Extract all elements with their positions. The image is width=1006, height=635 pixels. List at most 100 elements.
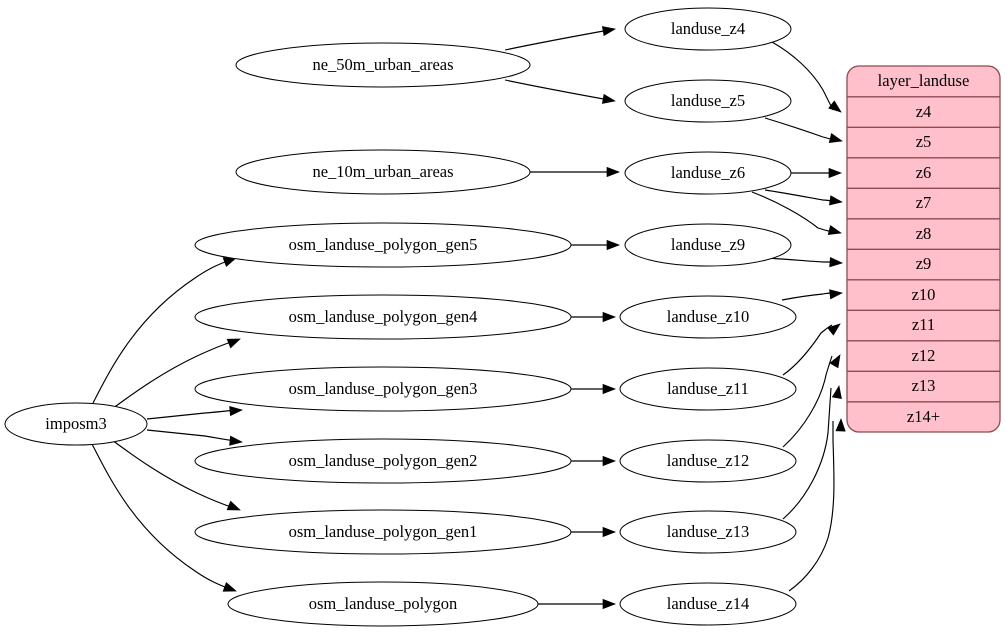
edge-imposm3-to-osm_landuse_polygon_gen3 [146,409,237,420]
arrow-heads-layer [222,26,846,610]
row-label: z6 [916,163,932,182]
mid-node-landuse_z5[interactable]: landuse_z5 [624,79,792,123]
layer-table-row-z9[interactable]: z9 [847,249,1000,279]
mid-node-landuse_z9[interactable]: landuse_z9 [624,223,792,267]
node-shape [624,223,792,267]
arrowhead-to-landuse_z14 [602,598,616,610]
edge-landuse_z11-to-z11 [782,324,833,376]
edge-landuse_z12-to-z12 [782,355,833,448]
mid-node-landuse_z11[interactable]: landuse_z11 [619,367,797,411]
node-shape [194,509,572,555]
arrowhead-to-osm_landuse_polygon_gen3 [229,405,243,417]
mid-node-landuse_z14[interactable]: landuse_z14 [619,582,797,626]
edge-ne_50m_urban_areas-to-landuse_z4 [504,29,610,51]
row-label: z11 [912,315,935,334]
node-label: osm_landuse_polygon_gen3 [289,379,478,398]
node-label: landuse_z11 [667,379,749,398]
arrowhead-to-z8 [827,225,842,235]
source-node-osm_landuse_polygon_gen3[interactable]: osm_landuse_polygon_gen3 [194,366,572,412]
arrowhead-to-osm_landuse_polygon_gen4 [226,338,241,349]
node-shape [619,510,797,554]
mid-node-landuse_z12[interactable]: landuse_z12 [619,439,797,483]
arrowhead-to-landuse_z10 [602,311,616,323]
node-label: osm_landuse_polygon_gen4 [289,307,478,326]
layer-table-row-z10[interactable]: z10 [847,280,1000,311]
node-label: landuse_z9 [671,235,745,254]
row-label: z12 [912,346,936,365]
node-label: landuse_z10 [667,307,749,326]
node-label: landuse_z13 [667,522,749,541]
layer-table-row-z12[interactable]: z12 [847,341,1000,372]
arrowhead-to-z6 [828,167,842,179]
arrowhead-to-osm_landuse_polygon_gen2 [229,435,243,446]
node-label: osm_landuse_polygon_gen2 [289,451,478,470]
layer-table-row-z7[interactable]: z7 [847,188,1000,219]
node-shape [624,79,792,123]
node-shape [619,295,797,339]
row-label: z10 [912,285,936,304]
arrowhead-to-z11 [827,323,841,336]
node-label: landuse_z4 [671,19,745,38]
row-label: z8 [916,224,932,243]
edge-landuse_z9-to-z9 [764,257,834,263]
arrowhead-to-landuse_z6 [606,166,620,178]
node-label: ne_50m_urban_areas [312,55,453,74]
source-node-ne_10m_urban_areas[interactable]: ne_10m_urban_areas [235,149,531,195]
node-shape [619,582,797,626]
edge-landuse_z4-to-z4 [771,41,834,111]
layer-table-row-z4[interactable]: z4 [847,97,1000,128]
row-label: z5 [916,132,932,151]
edge-landuse_z6-to-z8 [751,191,834,233]
node-label: landuse_z6 [671,163,745,182]
layer-landuse-table: layer_landuse z4 z5 z6 z7 z8 z9 z10 z11 z12 z13 z14… [846,65,1001,433]
node-shape [194,222,572,268]
arrowhead-to-z9 [829,257,843,268]
edge-landuse_z10-to-z10 [781,292,835,301]
row-label: z9 [916,254,932,273]
layer-table-row-z13[interactable]: z13 [847,371,1000,402]
mid-node-landuse_z10[interactable]: landuse_z10 [619,295,797,339]
node-shape [227,581,539,627]
edge-imposm3-to-osm_landuse_polygon_gen1 [111,439,235,509]
source-node-osm_landuse_polygon_gen4[interactable]: osm_landuse_polygon_gen4 [194,294,572,340]
node-shape [624,7,792,51]
arrowhead-to-osm_landuse_polygon [222,581,237,592]
layer-table-row-z8[interactable]: z8 [847,219,1000,250]
source-node-osm_landuse_polygon_gen1[interactable]: osm_landuse_polygon_gen1 [194,509,572,555]
layer-table-row-z14+[interactable]: z14+ [847,402,1000,433]
arrowhead-to-landuse_z5 [601,93,616,104]
node-shape [624,151,792,195]
mid-node-landuse_z4[interactable]: landuse_z4 [624,7,792,51]
arrowhead-to-z5 [828,133,843,143]
layer-table-row-z11[interactable]: z11 [847,310,1000,341]
node-shape [194,366,572,412]
edge-ne_50m_urban_areas-to-landuse_z5 [504,79,610,101]
edge-landuse_z5-to-z5 [764,117,835,141]
source-node-osm_landuse_polygon_gen5[interactable]: osm_landuse_polygon_gen5 [194,222,572,268]
layer-table-header-label: layer_landuse [878,71,970,90]
arrowhead-to-landuse_z9 [606,239,620,251]
layer-table-row-z5[interactable]: z5 [847,127,1000,158]
layer-table-row-z6[interactable]: z6 [847,158,1000,189]
arrowhead-to-z4 [828,100,842,113]
source-node-osm_landuse_polygon_gen2[interactable]: osm_landuse_polygon_gen2 [194,438,572,484]
node-shape [194,438,572,484]
mid-node-landuse_z6[interactable]: landuse_z6 [624,151,792,195]
source-node-ne_50m_urban_areas[interactable]: ne_50m_urban_areas [235,42,531,88]
source-node-osm_landuse_polygon[interactable]: osm_landuse_polygon [227,581,539,627]
arrowhead-to-z14+ [835,418,846,432]
node-shape [619,367,797,411]
arrowhead-to-landuse_z12 [602,455,616,467]
edge-imposm3-to-osm_landuse_polygon_gen2 [146,429,237,442]
arrowhead-to-landuse_z11 [602,383,616,395]
nodes-layer: imposm3 ne_50m_urban_areas ne_10m_urban_ar… [4,7,797,627]
edge-landuse_z14-to-z14+ [788,421,835,592]
arrowhead-to-landuse_z13 [602,526,616,538]
node-label: imposm3 [45,414,106,433]
node-shape [235,149,531,195]
node-label: osm_landuse_polygon_gen1 [289,522,478,541]
row-label: z13 [912,376,936,395]
mid-node-landuse_z13[interactable]: landuse_z13 [619,510,797,554]
source-node-imposm3[interactable]: imposm3 [4,402,148,446]
